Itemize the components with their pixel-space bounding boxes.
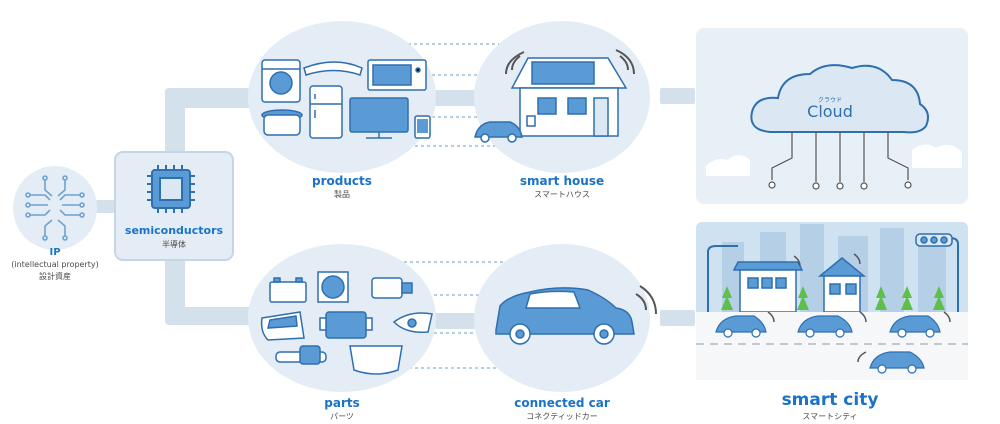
trees — [721, 286, 945, 310]
exhaust-icon — [275, 345, 327, 365]
television-icon — [349, 97, 409, 139]
semiconductors-jp: 半導体 — [162, 240, 186, 249]
product-icons — [261, 59, 431, 139]
cloud-title: Cloud — [807, 102, 853, 121]
smartphone-icon — [414, 115, 431, 139]
smart-city-title: smart city — [781, 390, 879, 410]
city-buildings — [732, 257, 867, 313]
sensor-icon — [371, 277, 413, 299]
smart-house-jp: スマートハウス — [534, 190, 590, 199]
parts-icons — [260, 271, 433, 375]
ip-node — [13, 166, 97, 250]
products-jp: 製品 — [334, 190, 350, 199]
parts-jp: パーツ — [330, 412, 354, 421]
smart-city-panel — [696, 222, 968, 380]
air-conditioner-icon — [303, 61, 363, 76]
cloud-icon — [750, 64, 929, 134]
fan-icon — [317, 271, 349, 303]
washing-machine-icon — [261, 59, 301, 103]
connectors — [95, 88, 695, 329]
connected-car-icon — [495, 287, 635, 345]
cloud-panel — [696, 28, 968, 204]
connected-car-jp: コネクティッドカー — [526, 412, 598, 421]
smart-city-jp: スマートシティ — [802, 412, 858, 421]
microwave-icon — [367, 59, 427, 91]
headlight-icon — [392, 312, 433, 334]
bumper-icon — [349, 345, 403, 375]
chip-icon — [147, 165, 195, 213]
ip-bubble — [13, 166, 97, 250]
connected-car-title: connected car — [514, 396, 610, 410]
car-wifi-signal-icon — [635, 285, 657, 315]
city-cars — [715, 315, 941, 374]
circuit-icon — [25, 175, 85, 241]
rice-cooker-icon — [261, 109, 303, 136]
car-door-icon — [260, 311, 305, 341]
cloud-network-lines — [768, 132, 912, 190]
ip-subtitle: (intellectual property) — [11, 260, 99, 269]
battery-icon — [269, 277, 307, 303]
ip-jp: 設計資産 — [39, 272, 71, 281]
wifi-signal-icon — [505, 49, 635, 75]
semiconductors-node — [114, 151, 234, 261]
ip-title: IP — [49, 247, 61, 258]
refrigerator-icon — [309, 85, 343, 139]
traffic-light-icon — [915, 233, 953, 247]
parts-title: parts — [324, 396, 360, 410]
city-wifi-signals — [767, 253, 951, 363]
engine-icon — [319, 311, 373, 339]
cloud-jp: クラウド — [817, 97, 842, 104]
smart-house-title: smart house — [519, 174, 605, 188]
smart-house-icon — [474, 57, 628, 143]
semiconductors-title: semiconductors — [124, 224, 224, 237]
products-title: products — [312, 174, 372, 188]
